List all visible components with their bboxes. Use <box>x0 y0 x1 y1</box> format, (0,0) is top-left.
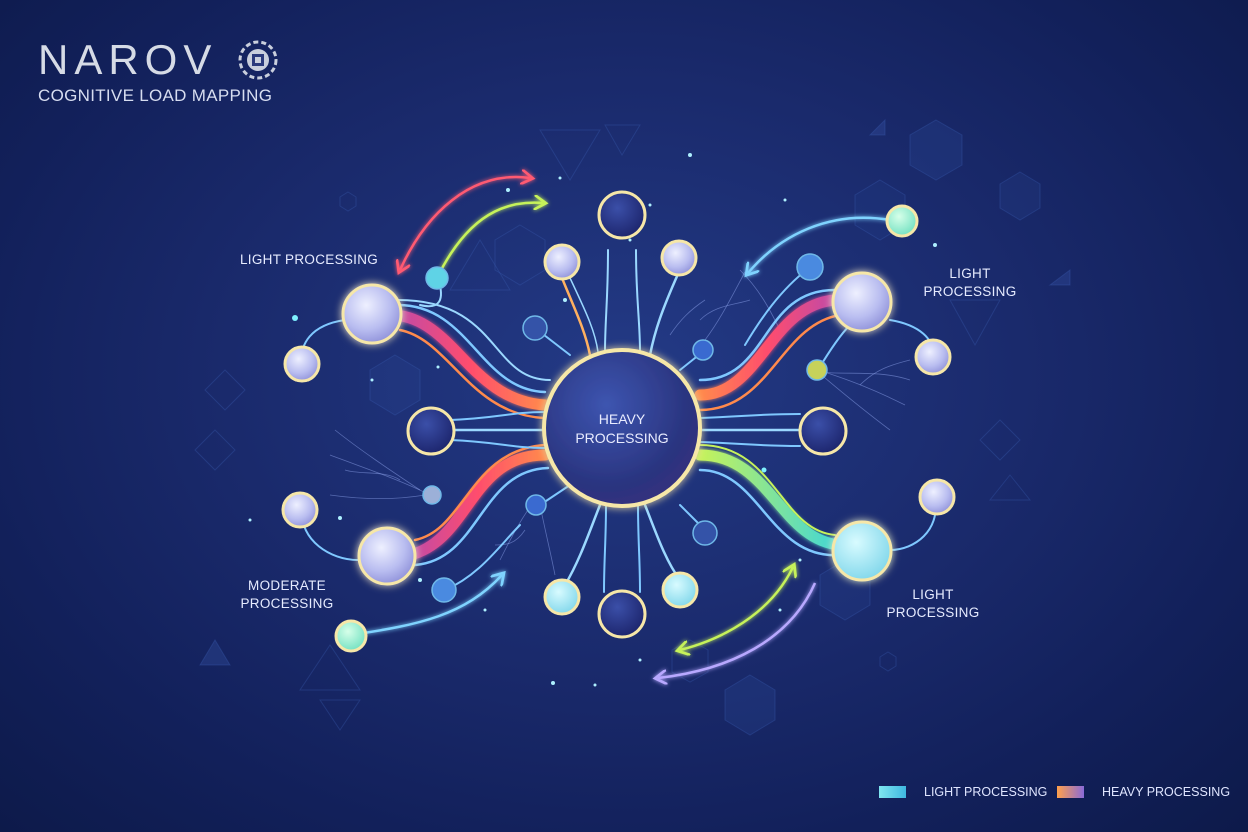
node-right-satellite-bottom <box>918 478 956 516</box>
flow-arrows <box>349 177 891 678</box>
connectors <box>300 234 937 598</box>
node-right-satellite-top <box>914 338 952 376</box>
node-top-inner-left <box>543 243 581 281</box>
label-top-left: LIGHT PROCESSING <box>240 251 378 269</box>
background-geometry <box>194 118 1071 736</box>
circuit-chip-icon <box>238 40 278 80</box>
label-bottom-right-line1: LIGHT <box>912 587 954 602</box>
node-top-left-hub <box>341 283 403 345</box>
node-top-right-mint <box>885 204 919 238</box>
node-bottom-inner-right <box>661 571 699 609</box>
node-left-satellite-bottom <box>281 491 319 529</box>
label-bottom-left-line2: PROCESSING <box>240 596 334 611</box>
node-bottom-inner-left <box>543 578 581 616</box>
node-top-right-hub <box>831 271 893 333</box>
node-small-blue-b <box>692 339 714 361</box>
label-top-left-text: LIGHT PROCESSING <box>240 252 379 267</box>
label-bottom-right-line2: PROCESSING <box>886 605 980 620</box>
brand-block: NAROV COGNITIVE LOAD MAPPING <box>38 36 278 106</box>
node-bottom-left-hub <box>357 526 417 586</box>
arrow-lime-bottom-right <box>680 567 793 650</box>
node-small-blue-e <box>692 520 718 546</box>
node-bottom-dark <box>597 589 647 639</box>
arrow-blue-top-right <box>748 216 891 273</box>
node-left-dark <box>406 406 456 456</box>
arrow-red-top-left <box>400 177 530 270</box>
node-small-blue-c <box>796 253 824 281</box>
legend-item-light: LIGHT PROCESSING <box>879 785 1047 799</box>
label-top-right-line2: PROCESSING <box>923 284 1017 299</box>
node-bottom-right-hub <box>831 520 893 582</box>
center-hub: HEAVY PROCESSING <box>542 348 702 508</box>
label-bottom-left-line1: MODERATE <box>248 578 326 593</box>
node-small-blue-f <box>431 577 457 603</box>
node-small-teal-top-left <box>425 266 449 290</box>
legend-item-heavy: HEAVY PROCESSING <box>1057 785 1230 799</box>
legend-label-light: LIGHT PROCESSING <box>924 785 1048 799</box>
label-bottom-right: LIGHT PROCESSING <box>878 586 988 622</box>
brand-name: NAROV <box>38 36 218 83</box>
label-top-right-line1: LIGHT <box>949 266 991 281</box>
center-label-line1: HEAVY <box>599 411 646 427</box>
label-top-right: LIGHT PROCESSING <box>915 265 1025 301</box>
node-small-blue-a <box>522 315 548 341</box>
nodes <box>281 190 956 653</box>
node-left-satellite-top <box>283 345 321 383</box>
arrow-blue-bottom-left <box>349 575 502 637</box>
legend-swatch-heavy <box>1057 786 1084 798</box>
node-top-dark <box>597 190 647 240</box>
node-small-blue-d <box>525 494 547 516</box>
node-small-grey <box>422 485 442 505</box>
brand-subtitle: COGNITIVE LOAD MAPPING <box>38 86 273 105</box>
arrow-lime-top-left <box>438 203 543 273</box>
center-label-line2: PROCESSING <box>575 430 668 446</box>
legend-label-heavy: HEAVY PROCESSING <box>1102 785 1231 799</box>
arrow-violet-bottom-right <box>658 582 817 678</box>
node-bottom-left-mint <box>334 619 368 653</box>
label-bottom-left: MODERATE PROCESSING <box>232 577 342 613</box>
small-blue-nodes <box>422 253 828 603</box>
legend-swatch-light <box>879 786 906 798</box>
node-right-dark <box>798 406 848 456</box>
node-top-inner-right <box>660 239 698 277</box>
node-small-lime <box>806 359 828 381</box>
